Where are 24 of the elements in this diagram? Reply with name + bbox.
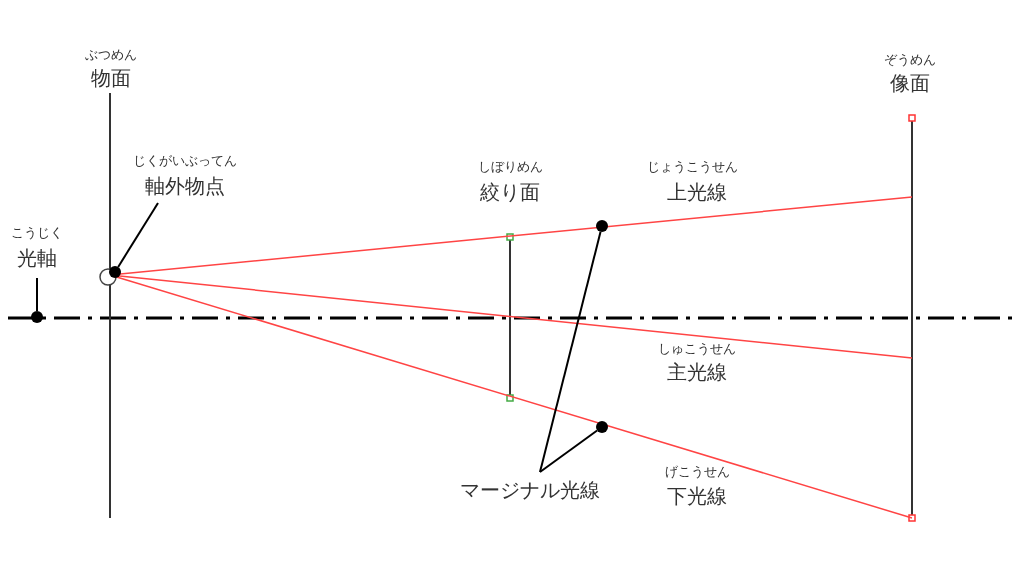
axis-point-dot [31,311,43,323]
point-label: 軸外物点 [145,176,225,196]
reading-text: じくがいぶってん [133,154,237,167]
reading-text: じょうこうせん [646,160,738,173]
reading-text: こうじく [11,226,63,239]
marginal-ray-point-dot [596,220,608,232]
leader-line [539,429,599,473]
ray-label: 上光線 [667,182,727,202]
plane-label: 像面 [890,73,930,93]
leader-line [117,202,159,268]
reading-text: げこうせん [664,465,730,478]
reading-text: しゅこうせん [658,342,736,355]
axis-label: 光軸 [17,248,57,268]
plane-label: 絞り面 [480,182,540,202]
ray-label: 下光線 [667,486,727,506]
reading-text: しぼりめん [477,160,543,173]
leader-line [36,277,38,312]
reading-text: ぞうめん [884,53,936,66]
marginal-ray-point-dot [596,421,608,433]
leader-line [539,230,602,473]
ray-label: マージナル光線 [460,480,600,500]
reading-text: ぶつめん [85,48,137,61]
ray-label: 主光線 [667,362,727,382]
plane-label: 物面 [91,68,131,88]
